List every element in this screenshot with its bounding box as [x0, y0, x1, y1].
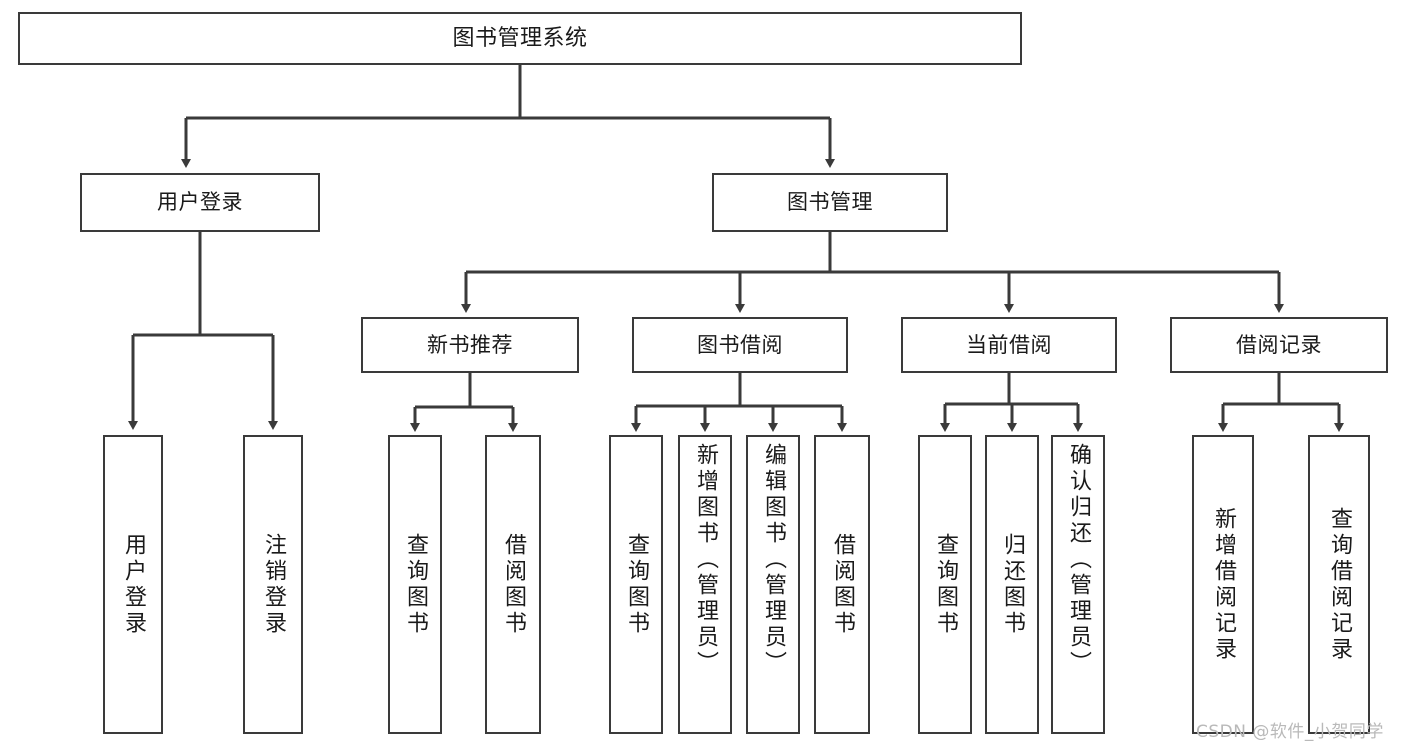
node-add-book-admin[interactable]: 新增图书（管理员） [678, 435, 732, 734]
node-root[interactable]: 图书管理系统 [18, 12, 1022, 65]
node-book-manage-label: 图书管理 [787, 190, 873, 215]
node-return-book-label: 归还图书 [1000, 532, 1025, 637]
node-borrow-book-rec-label: 借阅图书 [501, 532, 526, 637]
node-borrow-record[interactable]: 借阅记录 [1170, 317, 1388, 373]
node-user-logout-leaf[interactable]: 注销登录 [243, 435, 303, 734]
node-borrow-book-borrow-label: 借阅图书 [830, 532, 855, 637]
node-add-borrow-record[interactable]: 新增借阅记录 [1192, 435, 1254, 734]
node-query-book-borrow-label: 查询图书 [624, 532, 649, 637]
node-query-book-rec[interactable]: 查询图书 [388, 435, 442, 734]
node-book-manage[interactable]: 图书管理 [712, 173, 948, 232]
node-confirm-return-admin-label: 确认归还（管理员） [1066, 443, 1091, 677]
node-user-login-leaf[interactable]: 用户登录 [103, 435, 163, 734]
node-user-login[interactable]: 用户登录 [80, 173, 320, 232]
node-new-book-rec-label: 新书推荐 [427, 332, 513, 357]
node-return-book[interactable]: 归还图书 [985, 435, 1039, 734]
node-query-book-current[interactable]: 查询图书 [918, 435, 972, 734]
node-root-label: 图书管理系统 [452, 25, 588, 51]
node-user-login-leaf-label: 用户登录 [121, 532, 146, 637]
node-confirm-return-admin[interactable]: 确认归还（管理员） [1051, 435, 1105, 734]
node-book-borrow[interactable]: 图书借阅 [632, 317, 848, 373]
node-user-logout-leaf-label: 注销登录 [261, 532, 286, 637]
node-query-borrow-record[interactable]: 查询借阅记录 [1308, 435, 1370, 734]
node-edit-book-admin[interactable]: 编辑图书（管理员） [746, 435, 800, 734]
node-query-borrow-record-label: 查询借阅记录 [1327, 506, 1352, 663]
node-add-borrow-record-label: 新增借阅记录 [1211, 506, 1236, 663]
node-user-login-label: 用户登录 [157, 190, 243, 215]
node-edit-book-admin-label: 编辑图书（管理员） [761, 443, 786, 677]
node-borrow-book-rec[interactable]: 借阅图书 [485, 435, 541, 734]
csdn-watermark: CSDN @软件_小贺同学 [1196, 722, 1384, 742]
node-new-book-rec[interactable]: 新书推荐 [361, 317, 579, 373]
node-borrow-record-label: 借阅记录 [1236, 332, 1322, 357]
node-current-borrow[interactable]: 当前借阅 [901, 317, 1117, 373]
node-book-borrow-label: 图书借阅 [697, 332, 783, 357]
node-borrow-book-borrow[interactable]: 借阅图书 [814, 435, 870, 734]
node-query-book-current-label: 查询图书 [933, 532, 958, 637]
node-add-book-admin-label: 新增图书（管理员） [693, 443, 718, 677]
node-query-book-rec-label: 查询图书 [403, 532, 428, 637]
node-current-borrow-label: 当前借阅 [966, 332, 1052, 357]
node-query-book-borrow[interactable]: 查询图书 [609, 435, 663, 734]
